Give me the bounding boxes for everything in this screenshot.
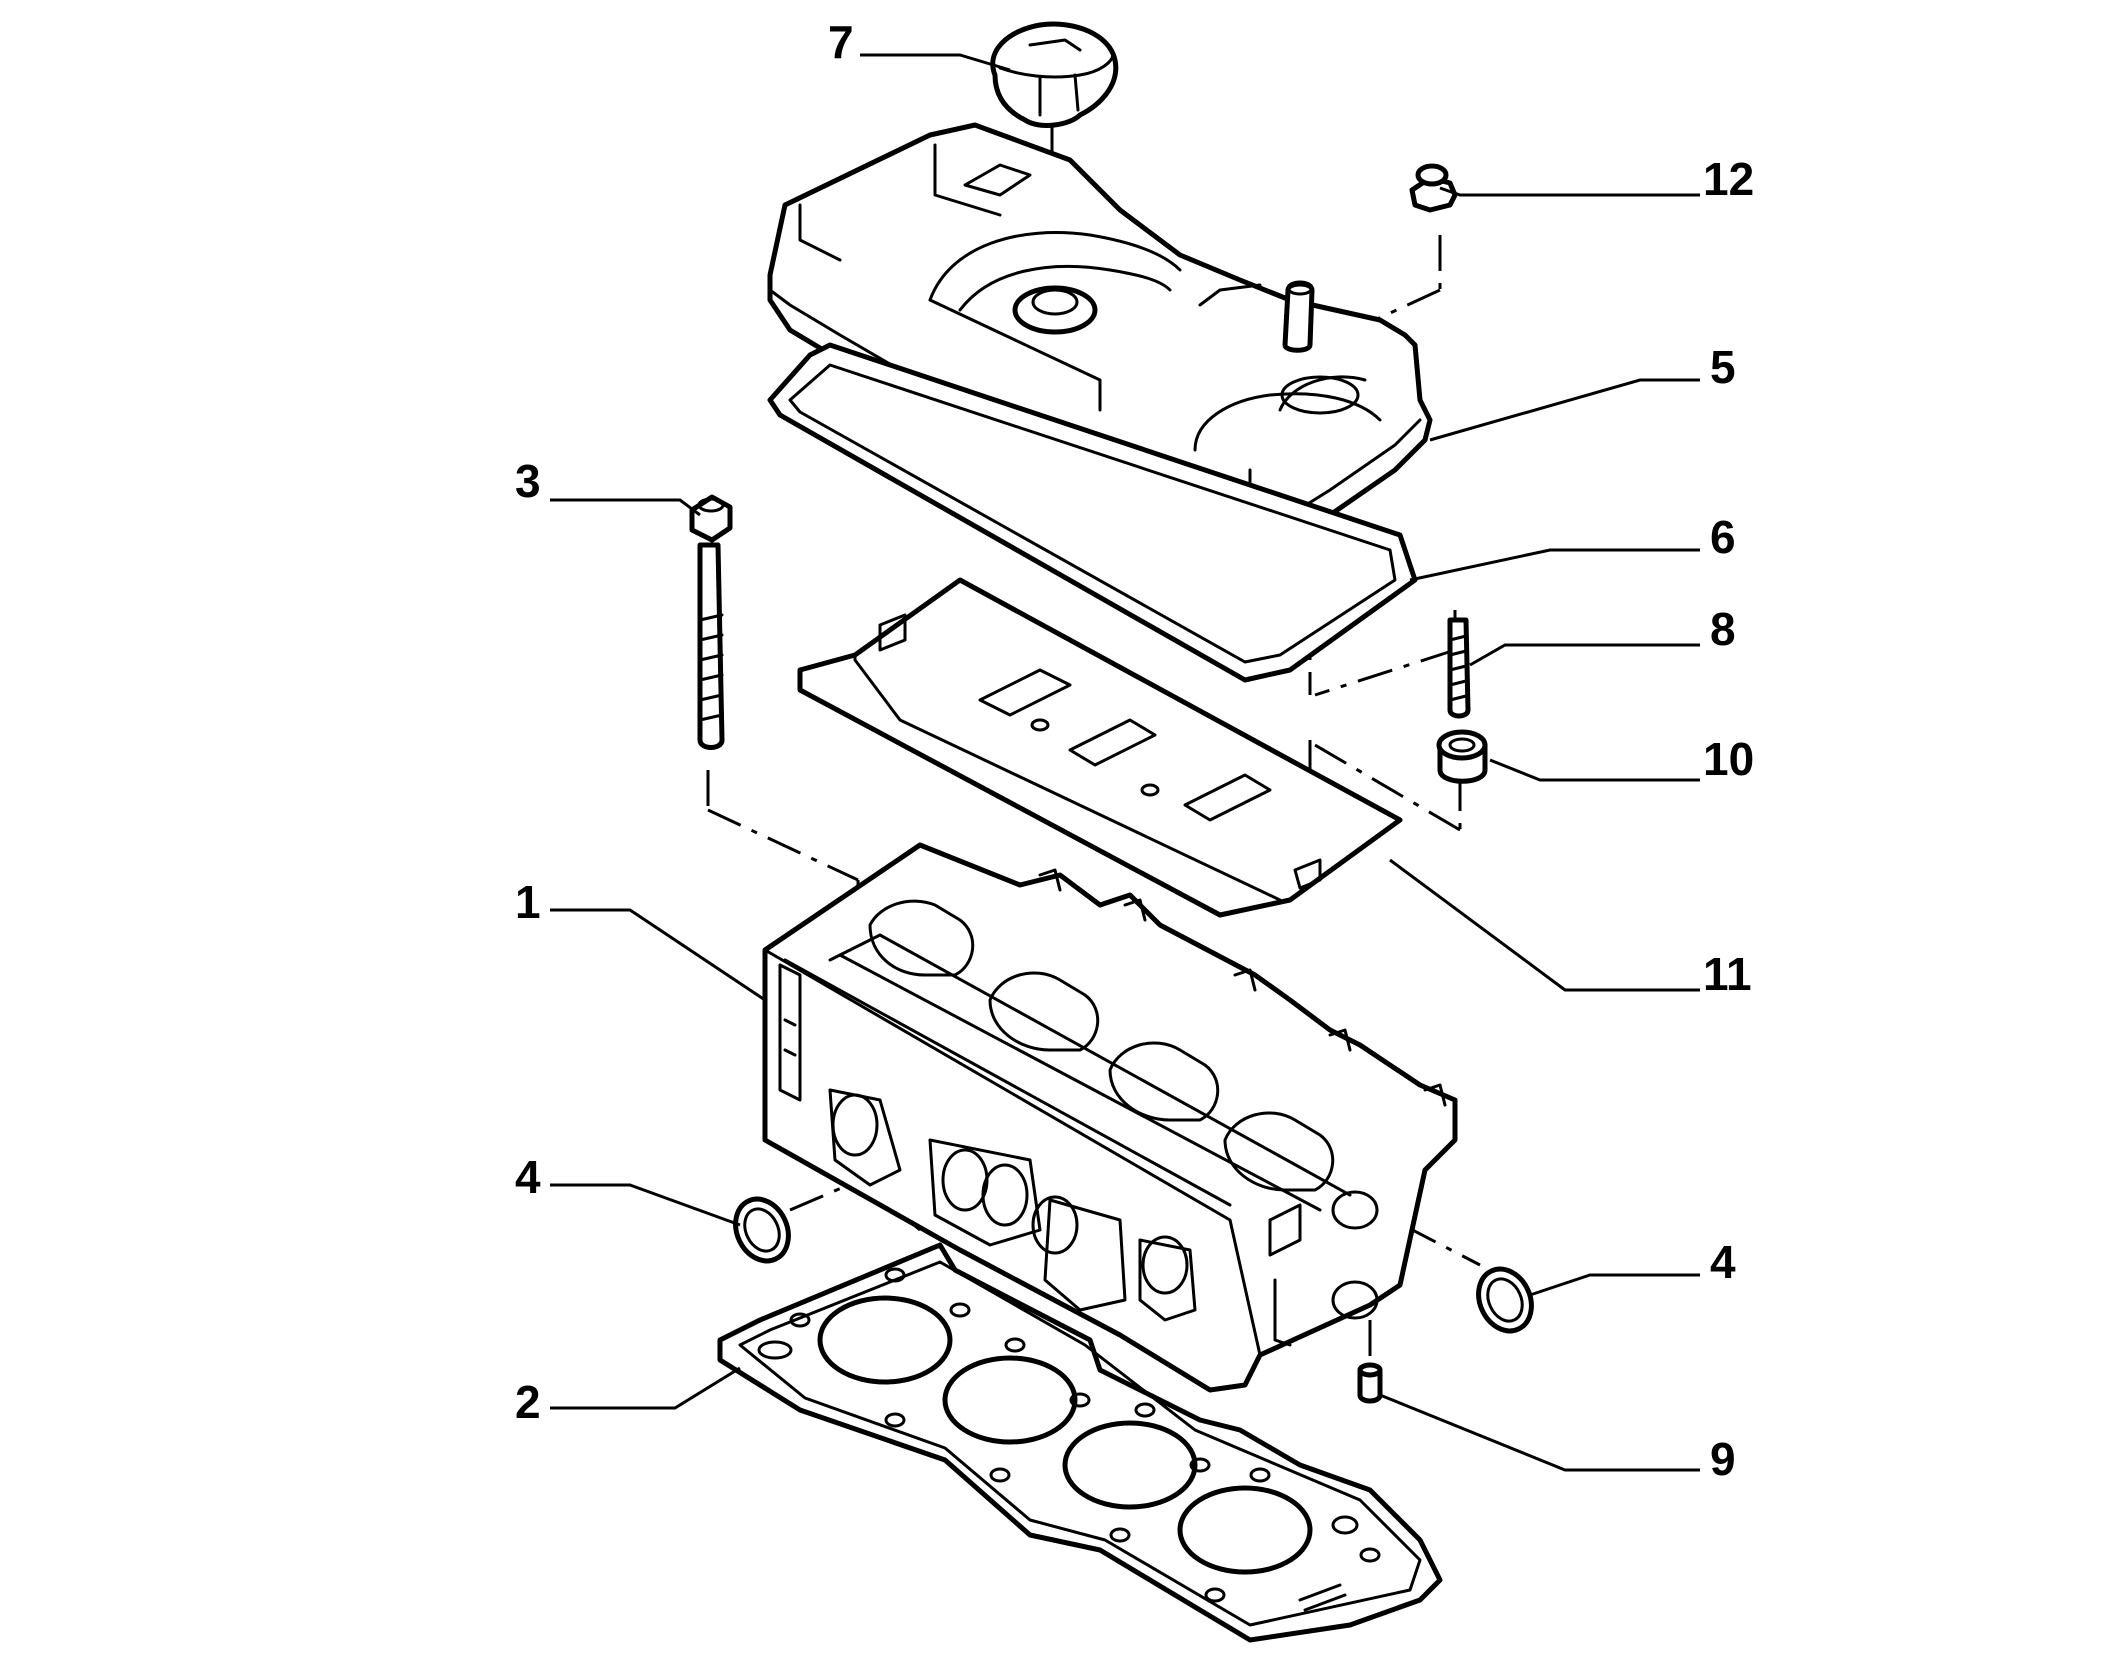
valve-cover [767, 122, 1433, 558]
callout-numbers: 1 2 3 4 4 5 6 7 8 9 10 11 12 [515, 16, 1754, 1485]
seal-ring-right [1476, 1266, 1534, 1334]
callout-9: 9 [1710, 1433, 1736, 1485]
callout-1: 1 [515, 876, 541, 928]
head-bolt [689, 494, 733, 750]
baffle-plate [797, 577, 1403, 918]
callout-5: 5 [1710, 341, 1736, 393]
head-gasket [717, 1242, 1443, 1643]
callout-8: 8 [1710, 603, 1736, 655]
callout-3: 3 [515, 455, 541, 507]
cover-gasket [767, 342, 1418, 683]
seal-ring-left [733, 1196, 791, 1264]
oil-filler-cap [990, 21, 1119, 128]
callout-4-left: 4 [515, 1151, 541, 1203]
nut [1409, 163, 1458, 213]
dowel-pin [1357, 1362, 1383, 1404]
leader-lines [550, 53, 1700, 1472]
callout-10: 10 [1703, 733, 1754, 785]
cylinder-head [762, 842, 1458, 1393]
callout-7: 7 [828, 16, 854, 68]
stud [1447, 617, 1471, 719]
callout-4-right: 4 [1710, 1236, 1736, 1288]
callout-12: 12 [1703, 153, 1754, 205]
callout-2: 2 [515, 1376, 541, 1428]
callout-6: 6 [1710, 511, 1736, 563]
spacer-bush [1436, 729, 1488, 784]
callout-11: 11 [1703, 948, 1752, 1000]
